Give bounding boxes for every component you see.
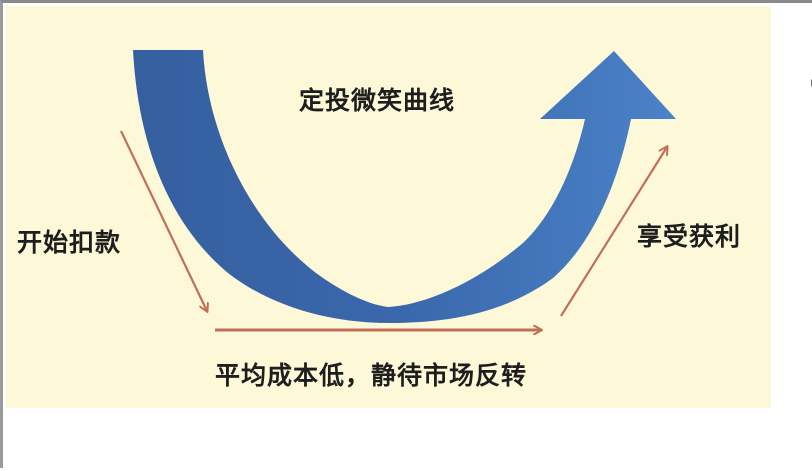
stage-label-profit: 享受获利 — [637, 222, 742, 251]
stage-label-start: 开始扣款 — [17, 228, 122, 257]
guide-arrows — [120, 130, 667, 330]
diagram-title: 定投微笑曲线 — [299, 86, 456, 115]
smile-curve-diagram — [120, 50, 676, 471]
stage-label-bottom: 平均成本低，静待市场反转 — [215, 361, 528, 390]
diagram-panel — [6, 6, 771, 408]
down-arrow-icon — [120, 130, 207, 311]
up-arrow-icon — [560, 147, 667, 317]
smile-curve-arrow-icon — [133, 50, 676, 323]
